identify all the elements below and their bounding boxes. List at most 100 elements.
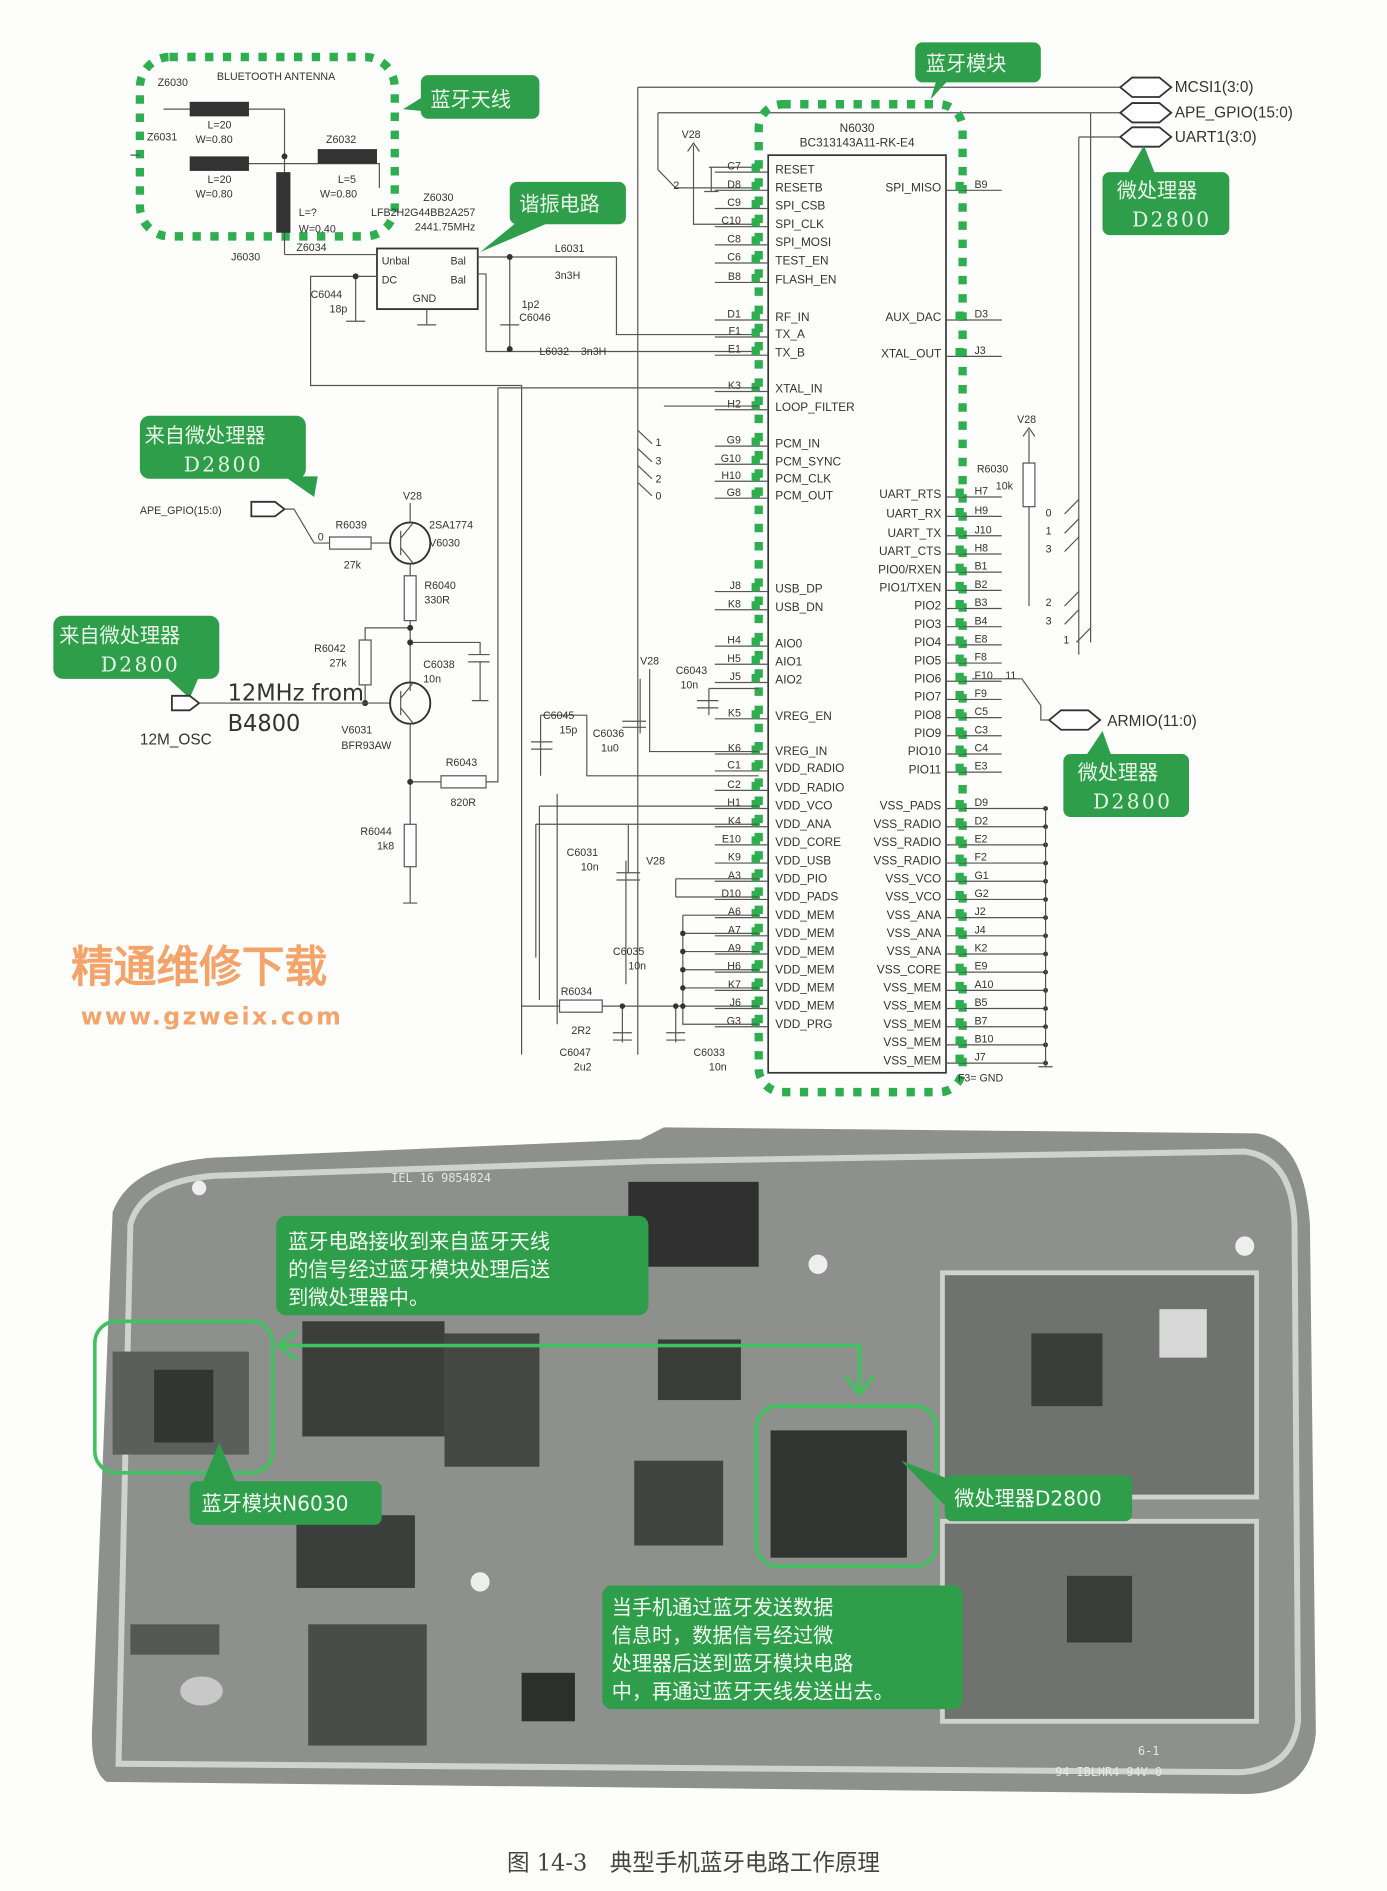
signal-arrow xyxy=(278,1343,862,1392)
pin-marker xyxy=(751,489,760,499)
uart-bus-index: 1 xyxy=(1046,525,1052,537)
right-pin-name: PIO4 xyxy=(914,635,941,649)
resonant-circuit-text: 谐振电路 xyxy=(519,192,600,216)
left-pin-number: K3 xyxy=(728,380,741,392)
right-pin-number: F9 xyxy=(974,688,986,700)
right-pin-number: E2 xyxy=(974,833,987,845)
power-decoupling: C6045 15p C6036 1u0 V28 C6043 10n C6031 … xyxy=(497,387,759,1073)
right-pin-number: H8 xyxy=(974,542,988,554)
left-pin-number: D8 xyxy=(727,179,741,191)
pin-marker xyxy=(751,800,760,809)
c6046-label: C6046 xyxy=(519,312,550,324)
c6031-label: C6031 xyxy=(567,847,598,859)
j6030-label: J6030 xyxy=(231,252,260,264)
left-pin-number: K8 xyxy=(728,598,741,610)
r6030-label: R6030 xyxy=(977,464,1008,476)
seg2-length: L=20 xyxy=(207,174,231,186)
pin-marker xyxy=(751,254,760,264)
v6030-transistor-icon xyxy=(389,521,432,565)
c6043-value: 10n xyxy=(680,679,698,691)
right-pin-name: PIO6 xyxy=(914,671,941,685)
pin-marker xyxy=(955,909,964,918)
left-pin-name: VDD_PRG xyxy=(775,1017,832,1031)
microstrip-4 xyxy=(276,172,291,233)
r6040-value: 330R xyxy=(424,595,450,607)
figure-caption: 图 14-3 典型手机蓝牙电路工作原理 xyxy=(507,1850,880,1876)
pin-marker xyxy=(955,654,964,664)
left-pin-number: J6 xyxy=(730,997,741,1009)
balun-gnd-label: GND xyxy=(413,293,437,305)
resonant-circuit-callout xyxy=(509,181,626,225)
left-pin-name: TX_B xyxy=(775,345,805,359)
cpu-label-box xyxy=(944,1475,1133,1522)
pio-bus-index: 3 xyxy=(1046,615,1052,627)
cpu-callout-mid-line1: 微处理器 xyxy=(1078,760,1159,784)
left-pin-name: TX_A xyxy=(775,327,805,341)
right-pin-number: C4 xyxy=(974,742,988,754)
pin-marker xyxy=(751,762,760,771)
pin-marker xyxy=(751,890,760,900)
pin-marker xyxy=(751,637,760,647)
bluetooth-chip xyxy=(154,1369,214,1443)
pin-marker xyxy=(955,600,964,609)
right-pin-name: VSS_CORE xyxy=(877,962,941,976)
osc-net-label: 12M_OSC xyxy=(140,731,212,748)
bluetooth-antenna-section: BLUETOOTH ANTENNA Z6030 Z6031 L=20 W=0.8… xyxy=(130,52,540,264)
antenna-dashed-outline xyxy=(135,52,399,241)
osc-note-line1: 12MHz from xyxy=(228,680,364,706)
right-pin-name: VSS_RADIO xyxy=(874,817,942,831)
pin-marker xyxy=(955,181,964,191)
right-pin-number: B3 xyxy=(974,597,987,609)
module-dashed-outline xyxy=(754,100,967,1097)
pin-marker xyxy=(751,781,760,791)
bus-connectors: MCSI1(3:0) APE_GPIO(15:0) UART1(3:0) 微处理… xyxy=(637,76,1293,1055)
right-pin-number: J4 xyxy=(974,924,985,936)
left-pin-number: E10 xyxy=(722,833,741,845)
left-pin-name: RESETB xyxy=(775,180,822,194)
c6045-value: 15p xyxy=(560,724,578,736)
pin-marker xyxy=(751,655,760,665)
pin-marker xyxy=(955,618,964,627)
right-pin-number: F8 xyxy=(974,652,986,664)
r6040-resistor xyxy=(403,575,417,622)
armio-bus-label: ARMIO(11:0) xyxy=(1107,713,1197,730)
right-pin-number: G1 xyxy=(974,870,988,882)
left-pin-number: C10 xyxy=(721,215,741,227)
left-pin-name: SPI_CSB xyxy=(775,199,825,213)
right-pin-number: B9 xyxy=(974,179,987,191)
pin-marker xyxy=(955,581,964,591)
pin-marker xyxy=(751,383,760,392)
right-pin-number: B1 xyxy=(974,561,987,573)
left-pin-number: C2 xyxy=(727,779,741,791)
left-pin-name: VREG_EN xyxy=(775,709,832,723)
c6047-value: 2u2 xyxy=(574,1061,592,1073)
left-pin-name: USB_DN xyxy=(775,600,823,614)
right-pin-name: PIO2 xyxy=(914,599,941,613)
r6030-value: 10k xyxy=(996,481,1014,493)
right-pin-number: K2 xyxy=(974,942,987,954)
uart1-bus-label: UART1(3:0) xyxy=(1175,129,1257,146)
right-pin-name: XTAL_OUT xyxy=(881,346,942,360)
module-label-box xyxy=(189,1481,382,1525)
left-pin-name: PCM_OUT xyxy=(775,488,834,502)
l6032-value: 3n3H xyxy=(581,346,606,358)
balun-part: LFB2H2G44BB2A257 xyxy=(371,207,475,219)
left-pin-name: VDD_MEM xyxy=(775,908,834,922)
left-pin-number: F1 xyxy=(728,325,740,337)
right-pin-number: D9 xyxy=(974,797,988,809)
pin-marker xyxy=(955,800,964,809)
armio-connector-icon xyxy=(1047,709,1102,731)
left-pin-name: USB_DP xyxy=(775,582,822,596)
ape-gpio-bus-label: APE_GPIO(15:0) xyxy=(1175,104,1293,121)
r6042-label: R6042 xyxy=(314,643,345,655)
left-pin-number: H2 xyxy=(727,398,741,410)
right-pin-name: PIO8 xyxy=(914,708,941,722)
right-pin-name: UART_TX xyxy=(888,526,942,540)
module-chip-body xyxy=(767,154,947,1074)
v28-b: V28 xyxy=(646,855,665,867)
left-pin-name: VDD_RADIO xyxy=(775,761,844,775)
left-pin-name: VDD_MEM xyxy=(775,999,834,1013)
l6031-label: L6031 xyxy=(555,243,585,255)
pin-marker xyxy=(955,507,964,517)
antenna-callout-text: 蓝牙天线 xyxy=(430,87,511,111)
